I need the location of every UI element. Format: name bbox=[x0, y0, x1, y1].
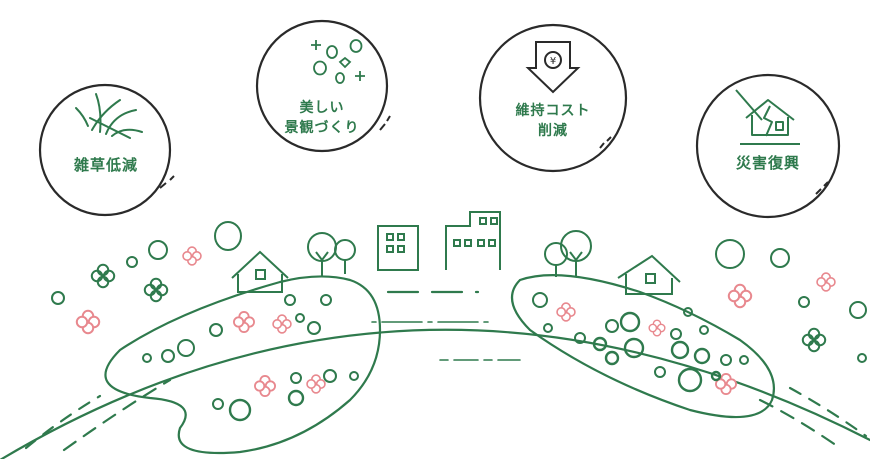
benefit-cost: ¥ 維持コスト 削減 bbox=[478, 23, 628, 173]
benefit-cost-label-1: 維持コスト bbox=[516, 102, 591, 119]
green-area-left bbox=[104, 275, 382, 455]
green-shrubs-left bbox=[228, 389, 305, 422]
benefit-landscape: 美しい 景観づくり bbox=[255, 19, 391, 153]
benefit-weed-label: 雑草低減 bbox=[73, 156, 138, 174]
shrubs-right bbox=[532, 239, 867, 378]
benefit-landscape-label-2: 景観づくり bbox=[285, 119, 360, 136]
yen-down-arrow-icon: ¥ bbox=[525, 41, 581, 94]
building-2 bbox=[445, 211, 501, 270]
broken-house-icon bbox=[735, 89, 800, 145]
trees-left bbox=[307, 232, 356, 277]
house-right bbox=[617, 254, 681, 295]
sparkle-flowers-icon bbox=[311, 39, 365, 84]
house-left bbox=[231, 250, 289, 293]
green-shrubs-right bbox=[592, 311, 722, 393]
shrubs-left bbox=[51, 221, 359, 410]
svg-text:¥: ¥ bbox=[550, 56, 556, 67]
grass-icon bbox=[75, 93, 143, 139]
building-1 bbox=[377, 225, 419, 271]
benefit-landscape-label-1: 美しい bbox=[300, 99, 345, 116]
benefit-cost-label-2: 削減 bbox=[538, 122, 568, 139]
benefit-weed: 雑草低減 bbox=[38, 83, 175, 217]
benefit-disaster: 災害復興 bbox=[695, 73, 841, 219]
trees-right bbox=[544, 230, 592, 277]
earth-arcs bbox=[0, 290, 870, 459]
green-area-right bbox=[510, 274, 775, 419]
benefit-disaster-label: 災害復興 bbox=[736, 154, 800, 172]
